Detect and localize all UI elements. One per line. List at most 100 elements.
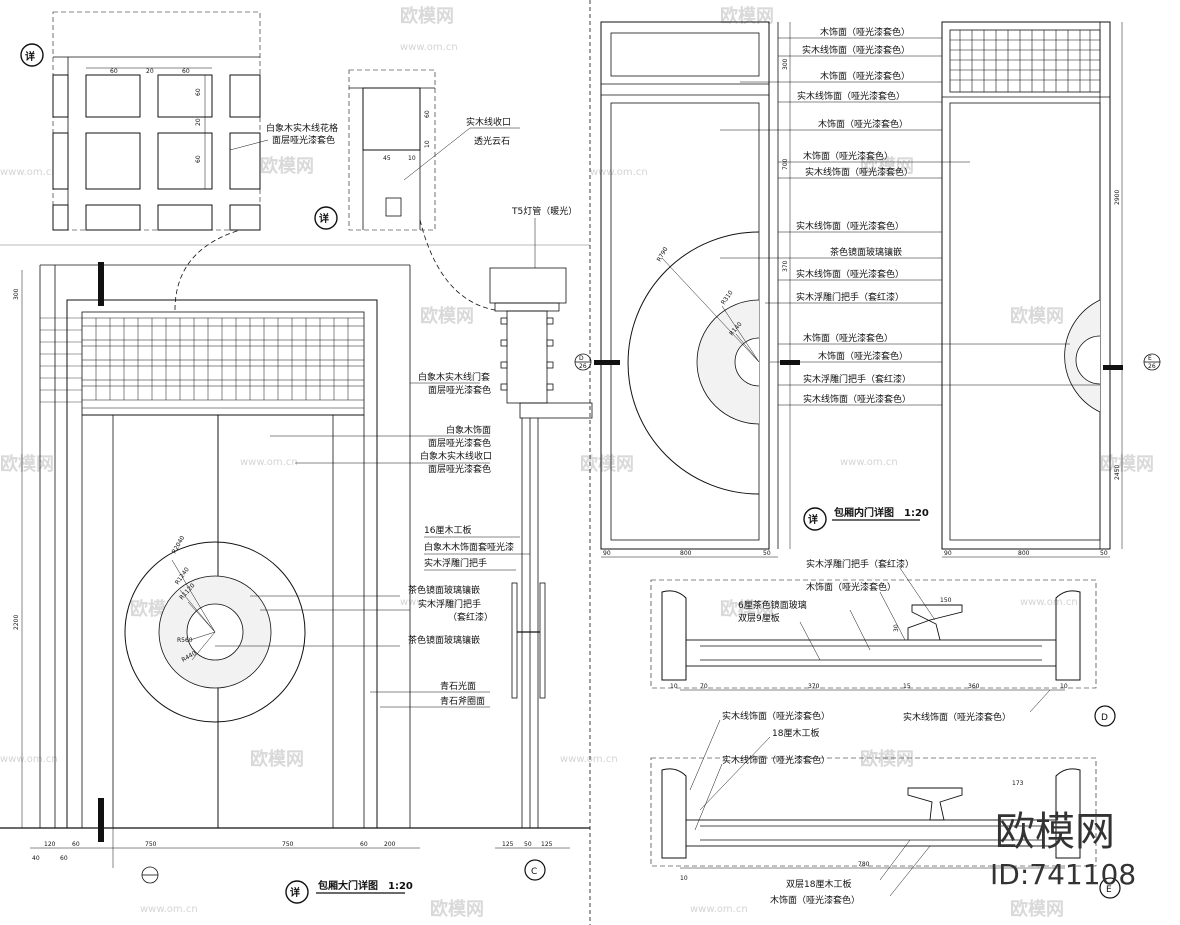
dim-e-10: 10 (680, 875, 688, 882)
dim-in-h2: 700 (782, 158, 789, 170)
watermark-brand: 欧模网 (1010, 898, 1064, 920)
section-d-number: 26 (579, 363, 587, 370)
watermark-brand: 欧模网 (1100, 453, 1154, 475)
label-r7: 实木线饰面（哑光漆套色） (805, 166, 913, 178)
main-door-elevation: R2040 R1240 R1120 R560 R440 120 60 750 7… (0, 244, 590, 904)
dim-e-780: 780 (858, 861, 870, 868)
watermark-url: www.om.cn (240, 457, 298, 468)
detail-symbol: 详 (808, 513, 818, 526)
label-tube: T5灯管（暖光） (511, 205, 577, 217)
dim-trim-60: 60 (424, 110, 431, 118)
label-finish-4: 面层哑光漆套色 (428, 463, 491, 475)
watermark-brand: 欧模网 (0, 453, 54, 475)
dim-125b: 125 (541, 841, 553, 848)
dim-in-50: 50 (763, 550, 771, 557)
watermark-brand: 欧模网 (260, 155, 314, 177)
label-r6: 木饰面（哑光漆套色） (803, 150, 893, 162)
dim-in-90b: 90 (944, 550, 952, 557)
label-d5: 实木线饰面（哑光漆套色） (903, 711, 1011, 723)
label-glass1: 茶色镜面玻璃镶嵌 (408, 584, 480, 596)
dim-125: 125 (502, 841, 514, 848)
dim-in-50b: 50 (1100, 550, 1108, 557)
label-e2: 18厘木工板 (772, 727, 819, 739)
watermark-url: www.om.cn (0, 167, 58, 178)
dim-200: 200 (384, 841, 396, 848)
dim-lattice-20: 20 (146, 68, 154, 75)
dim-in-800b: 800 (1018, 550, 1030, 557)
label-r9: 茶色镜面玻璃镶嵌 (830, 246, 902, 258)
label-e1: 实木线饰面（哑光漆套色） (722, 710, 830, 722)
watermark-url: www.om.cn (840, 457, 898, 468)
section-e-number: 26 (1148, 363, 1156, 370)
label-r14: 实木浮雕门把手（套红漆） (803, 373, 911, 385)
watermark-url: www.om.cn (690, 904, 748, 915)
dim-2200: 2200 (13, 615, 20, 630)
label-r10: 实木线饰面（哑光漆套色） (796, 268, 904, 280)
watermark-brand: 欧模网 (250, 748, 304, 770)
detail-symbol: 详 (290, 886, 300, 899)
dim-in-800: 800 (680, 550, 692, 557)
watermark-brand: 欧模网 (860, 748, 914, 770)
watermark-brand: 欧模网 (860, 155, 914, 177)
dim-r560: R560 (177, 637, 193, 644)
label-d4: 双层9厘板 (738, 612, 780, 624)
dim-in-90: 90 (603, 550, 611, 557)
dim-300: 300 (13, 288, 20, 300)
watermark-brand: 欧模网 (420, 305, 474, 327)
dim-r2040: R2040 (171, 535, 187, 555)
watermark-brand: 欧模网 (430, 898, 484, 920)
dim-d-15: 15 (903, 683, 911, 690)
watermark-brand: 欧模网 (580, 453, 634, 475)
dim-d-150: 150 (940, 597, 952, 604)
dim-in-h4: 2900 (1114, 190, 1121, 205)
dim-d-10b: 10 (1060, 683, 1068, 690)
inner-door-title: 包厢内门详图 1:20 (834, 506, 929, 519)
dim-60: 60 (72, 841, 80, 848)
watermark-url: www.om.cn (0, 754, 58, 765)
label-r3: 木饰面（哑光漆套色） (820, 70, 910, 82)
label-r13: 木饰面（哑光漆套色） (818, 350, 908, 362)
watermark-brand: 欧模网 (720, 5, 774, 27)
section-d-plan: 10 70 370 15 360 10 150 30 实木浮雕门把手（套红漆） … (650, 558, 1116, 727)
section-c: T5灯管（暖光） 125 50 125 C (489, 205, 593, 881)
label-r15: 实木线饰面（哑光漆套色） (803, 393, 911, 405)
watermark-url: www.om.cn (140, 904, 198, 915)
main-door-title: 包厢大门详图 1:20 (318, 879, 413, 892)
label-door-frame-1: 白象木实木线门套 (418, 371, 490, 383)
label-e4: 双层18厘木工板 (786, 878, 851, 890)
section-e-plan: 780 173 10 实木线饰面（哑光漆套色） 18厘木工板 实木线饰面（哑光漆… (650, 710, 1121, 906)
dim-in-h1: 300 (782, 58, 789, 70)
watermark-url: www.om.cn (400, 42, 458, 53)
label-handle: 实木浮雕门把手 (424, 557, 487, 569)
label-e3: 实木线饰面（哑光漆套色） (722, 754, 830, 766)
watermark-url: www.om.cn (560, 754, 618, 765)
section-c-symbol: C (531, 867, 537, 877)
dim-lattice-60b: 60 (182, 68, 190, 75)
dim-r790: R790 (656, 246, 670, 263)
dim-d-370: 370 (808, 683, 820, 690)
section-e-letter: E (1148, 355, 1152, 362)
dim-lattice-v60a: 60 (195, 88, 202, 96)
label-r8: 实木线饰面（哑光漆套色） (796, 220, 904, 232)
label-lattice-2: 面层哑光漆套色 (272, 134, 335, 146)
label-d2: 木饰面（哑光漆套色） (806, 581, 896, 593)
model-id: ID:741108 (990, 858, 1136, 891)
dim-trim-10b: 10 (424, 140, 431, 148)
dim-lattice-v60b: 60 (195, 155, 202, 163)
label-r1: 木饰面（哑光漆套色） (820, 26, 910, 38)
dim-d-70: 70 (700, 683, 708, 690)
dim-d-360: 360 (968, 683, 980, 690)
label-r11: 实木浮雕门把手（套红漆） (796, 291, 904, 303)
label-e5: 木饰面（哑光漆套色） (770, 894, 860, 906)
watermark-brand: 欧模网 (720, 598, 774, 620)
dim-in-h3: 370 (782, 260, 789, 272)
label-finish-1: 白象木饰面 (446, 424, 491, 436)
label-door-frame-2: 面层哑光漆套色 (428, 384, 491, 396)
dim-trim-10: 10 (408, 155, 416, 162)
section-d-letter: D (579, 355, 584, 362)
dim-r310: R310 (720, 289, 735, 306)
label-finish-3: 白象木实木线收口 (420, 450, 492, 462)
dim-750: 750 (145, 841, 157, 848)
dim-e-173: 173 (1012, 780, 1024, 787)
